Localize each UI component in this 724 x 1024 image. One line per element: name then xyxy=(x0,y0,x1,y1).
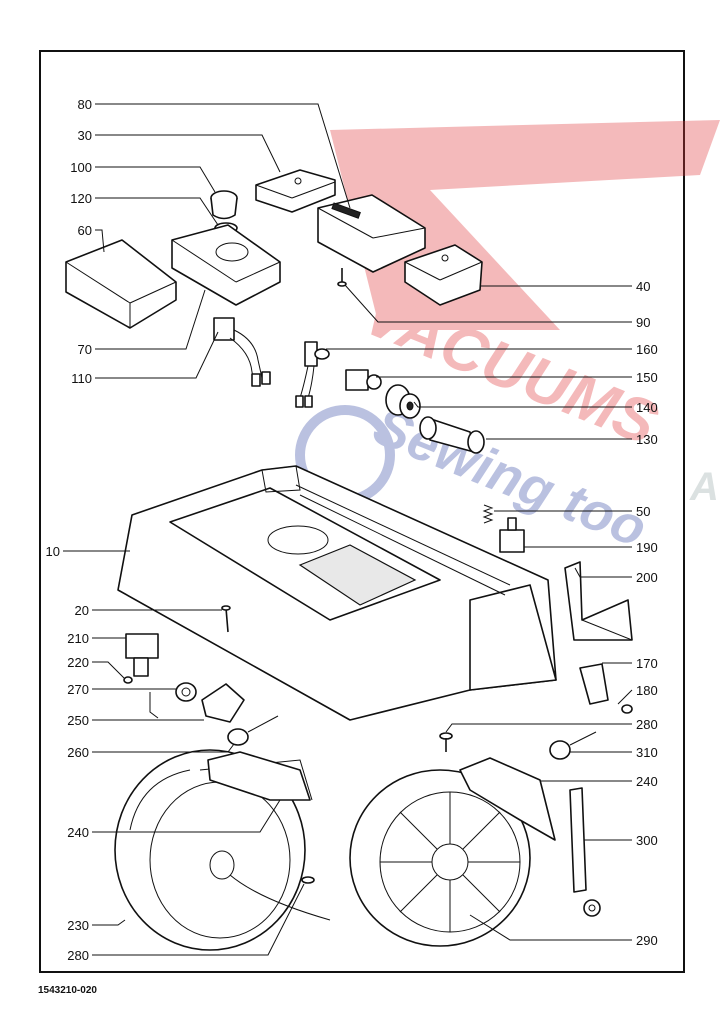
part-220-screw xyxy=(123,676,133,684)
part-310-bushing xyxy=(549,731,597,760)
part-20-screw xyxy=(221,605,231,633)
part-210-socket xyxy=(125,633,159,677)
part-140-gear xyxy=(385,384,421,419)
callout-280-upper: 280 xyxy=(636,717,658,732)
callout-260: 260 xyxy=(67,745,89,760)
part-150-bracket xyxy=(345,369,382,391)
part-250-bracket xyxy=(149,683,245,723)
callout-310: 310 xyxy=(636,745,658,760)
callout-150: 150 xyxy=(636,370,658,385)
callout-180: 180 xyxy=(636,683,658,698)
callout-120: 120 xyxy=(70,191,92,206)
callout-170: 170 xyxy=(636,656,658,671)
callout-labels: 80 30 100 120 60 70 110 40 90 160 150 14… xyxy=(46,97,658,963)
watermark-extra: A xyxy=(689,465,719,509)
callout-290: 290 xyxy=(636,933,658,948)
callout-50: 50 xyxy=(636,504,650,519)
part-180-screw xyxy=(621,704,633,714)
callout-100: 100 xyxy=(70,160,92,175)
part-280-screw-upper xyxy=(439,732,453,752)
callout-200: 200 xyxy=(636,570,658,585)
callout-110: 110 xyxy=(71,371,92,386)
callout-90: 90 xyxy=(636,315,650,330)
callout-240-right: 240 xyxy=(636,774,658,789)
callout-230: 230 xyxy=(67,918,89,933)
part-190-switch xyxy=(499,517,525,553)
document-number: 1543210-020 xyxy=(38,985,97,996)
callout-70: 70 xyxy=(78,342,92,357)
part-260-bushing xyxy=(227,715,279,746)
callout-140: 140 xyxy=(636,400,658,415)
part-230-cable-reel xyxy=(114,749,331,951)
part-240-cord-hook-right xyxy=(459,757,556,841)
part-280-screw-lower xyxy=(301,876,315,884)
part-70-housing xyxy=(171,224,281,306)
part-130-capacitor xyxy=(419,416,485,454)
part-90-screw xyxy=(337,268,347,287)
part-160-switch xyxy=(295,341,330,408)
callout-190: 190 xyxy=(636,540,658,555)
callout-240-left: 240 xyxy=(67,825,89,840)
part-10-chassis xyxy=(117,465,557,721)
callout-20: 20 xyxy=(75,603,89,618)
callout-300: 300 xyxy=(636,833,658,848)
part-30-cover xyxy=(255,169,336,213)
callout-280-lower: 280 xyxy=(67,948,89,963)
part-40-cover xyxy=(404,244,483,306)
part-290-cable-reel xyxy=(349,769,531,947)
part-80-switch-housing xyxy=(317,194,426,273)
callout-60: 60 xyxy=(78,223,92,238)
callout-250: 250 xyxy=(67,713,89,728)
part-270-grommet xyxy=(175,682,197,702)
part-60-cover xyxy=(65,239,177,329)
callout-160: 160 xyxy=(636,342,658,357)
callout-210: 210 xyxy=(67,631,89,646)
callout-220: 220 xyxy=(67,655,89,670)
part-240-cord-hook-left xyxy=(207,751,311,801)
part-300-lever xyxy=(569,787,601,917)
leader-lines xyxy=(63,103,633,956)
callout-40: 40 xyxy=(636,279,650,294)
callout-30: 30 xyxy=(78,128,92,143)
watermark: VACUUMS Sewing too A xyxy=(295,120,720,559)
callout-270: 270 xyxy=(67,682,89,697)
part-110-regulator xyxy=(213,317,271,387)
part-170-clip xyxy=(579,663,609,705)
callout-80: 80 xyxy=(78,97,92,112)
part-50-spring xyxy=(482,504,494,524)
part-200-bracket xyxy=(564,561,633,641)
callout-130: 130 xyxy=(636,432,658,447)
callout-10: 10 xyxy=(46,544,60,559)
part-100-knob xyxy=(210,190,238,220)
